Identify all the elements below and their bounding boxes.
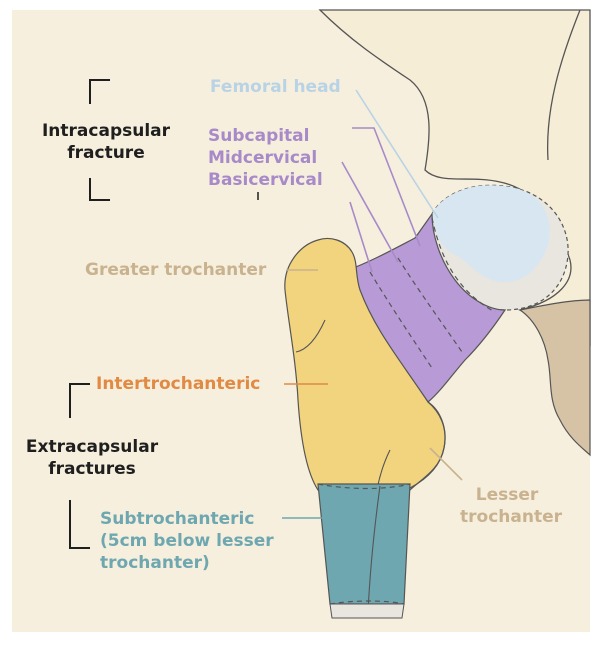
- femoral-shaft: [318, 484, 410, 604]
- extracapsular-line1: Extracapsular: [18, 436, 166, 458]
- intracapsular-label: Intracapsular fracture: [32, 120, 180, 164]
- femoral-head-label: Femoral head: [210, 76, 341, 98]
- intracapsular-line1: Intracapsular: [32, 120, 180, 142]
- subtrochanteric-line2: (5cm below lesser: [100, 530, 274, 552]
- basicervical-label: Basicervical: [208, 169, 323, 191]
- lesser-trochanter-label: Lesser trochanter: [460, 484, 554, 528]
- lesser-trochanter-line1: Lesser: [460, 484, 554, 506]
- shaft-stub: [330, 604, 404, 618]
- midcervical-label: Midcervical: [208, 147, 323, 169]
- subtrochanteric-line3: trochanter): [100, 552, 274, 574]
- intracapsular-line2: fracture: [32, 142, 180, 164]
- subtrochanteric-label: Subtrochanteric (5cm below lesser trocha…: [100, 508, 274, 574]
- subcapital-label: Subcapital: [208, 125, 323, 147]
- extracapsular-line2: fractures: [18, 458, 166, 480]
- extracapsular-label: Extracapsular fractures: [18, 436, 166, 480]
- lesser-trochanter-line2: trochanter: [460, 506, 554, 528]
- subtrochanteric-line1: Subtrochanteric: [100, 508, 274, 530]
- greater-trochanter-label: Greater trochanter: [85, 259, 266, 281]
- neck-fracture-labels: Subcapital Midcervical Basicervical: [208, 125, 323, 191]
- intertrochanteric-label: Intertrochanteric: [96, 373, 260, 395]
